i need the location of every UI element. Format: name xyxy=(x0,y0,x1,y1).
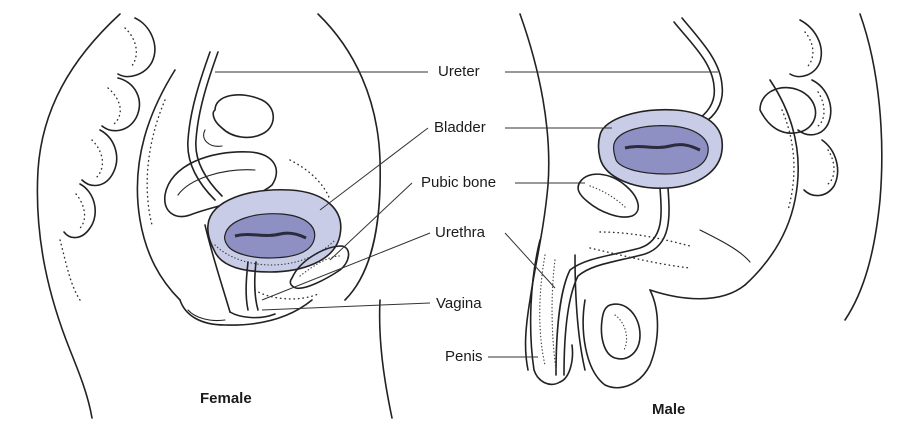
ureter-label: Ureter xyxy=(438,63,480,80)
pubic-bone-label: Pubic bone xyxy=(421,174,497,191)
female-pubic-bone xyxy=(289,245,350,290)
male-bladder xyxy=(597,108,723,189)
leader-lines xyxy=(215,71,718,358)
female-caption: Female xyxy=(200,390,252,407)
urethra-leader-left xyxy=(261,232,431,301)
female-bladder xyxy=(207,189,342,273)
penis-label: Penis xyxy=(445,348,483,365)
female-spine xyxy=(59,17,156,301)
female-pelvis-drawing xyxy=(36,13,393,419)
bladder-leader-left xyxy=(319,127,429,211)
urethra-leader-right xyxy=(504,232,556,289)
vagina-leader xyxy=(261,302,431,311)
uterus xyxy=(164,151,278,218)
male-pelvis-drawing xyxy=(519,13,883,389)
penis-drawing xyxy=(529,239,586,386)
male-pubic-bone xyxy=(577,173,639,218)
bladder-label: Bladder xyxy=(434,119,486,136)
vagina-label: Vagina xyxy=(436,295,482,312)
male-caption: Male xyxy=(652,401,686,418)
male-spine xyxy=(789,19,839,197)
pubic-bone-leader-left xyxy=(329,182,413,261)
urethra-label: Urethra xyxy=(435,224,486,241)
